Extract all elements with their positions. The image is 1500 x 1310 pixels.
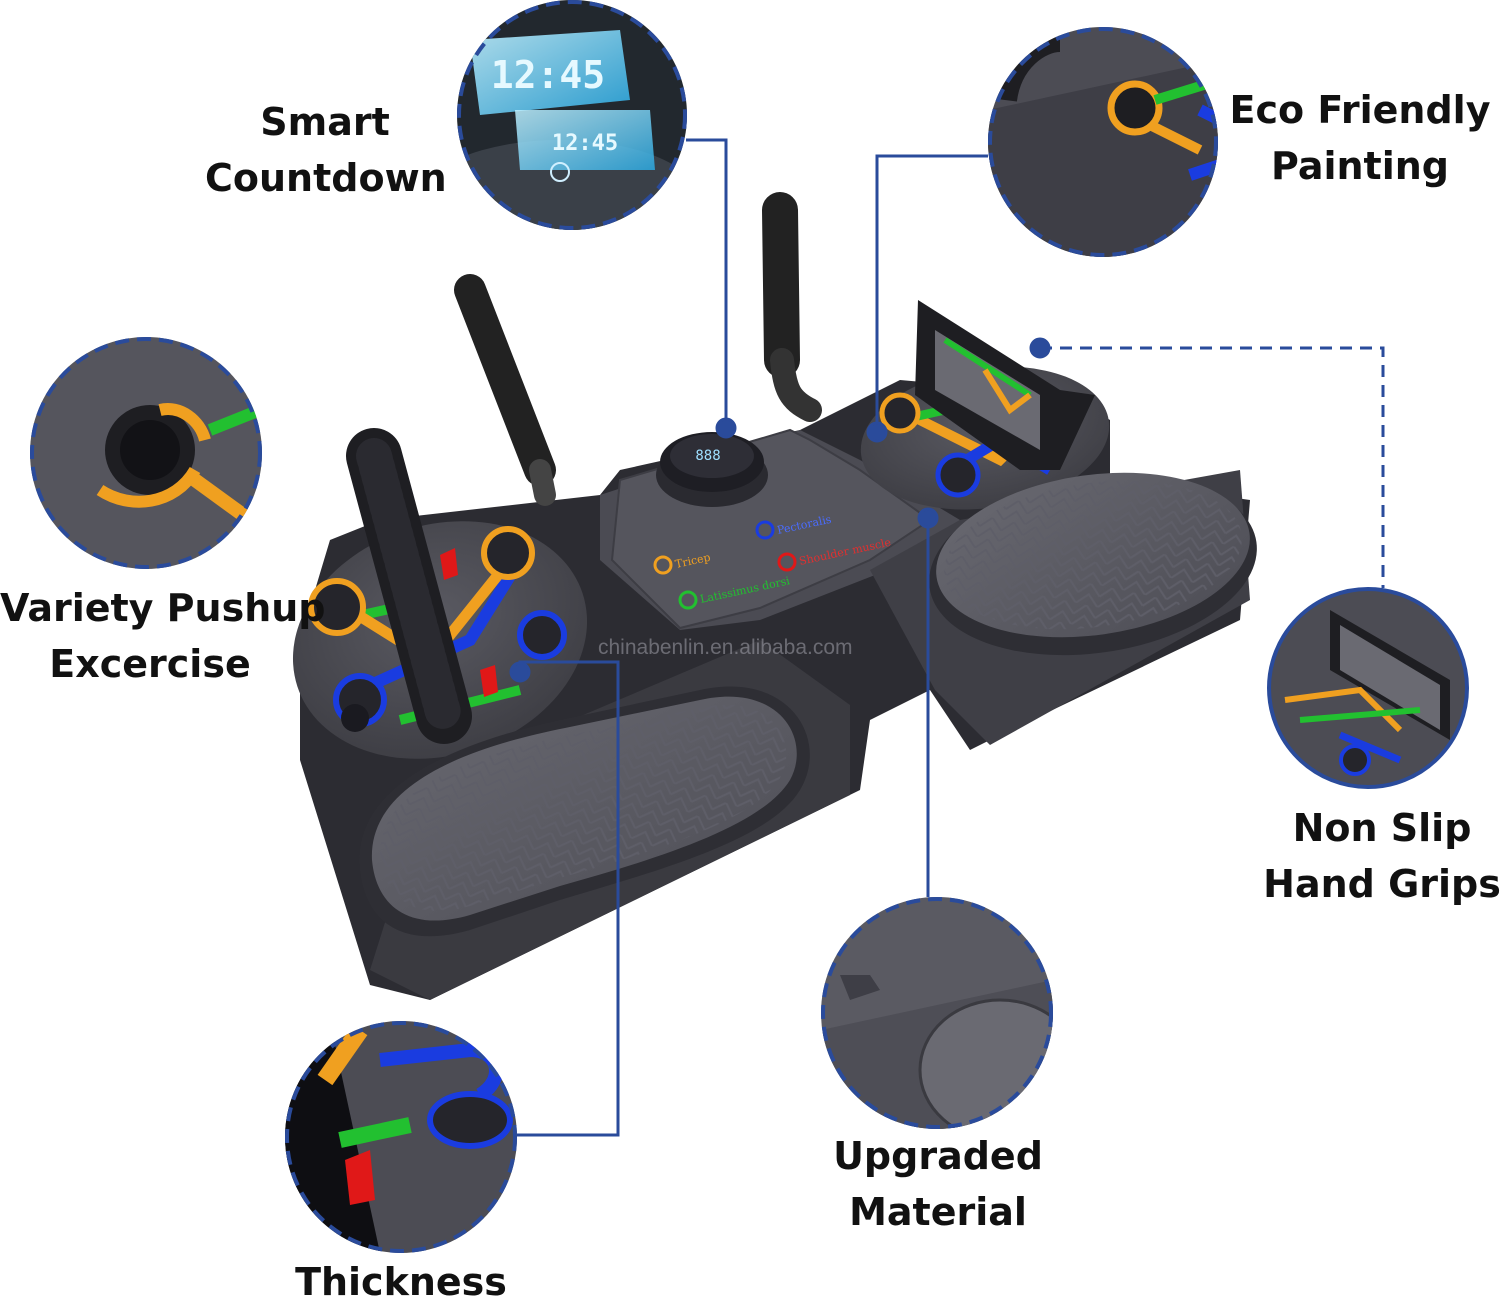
connector-countdown: [686, 138, 728, 428]
callout-smart-countdown: Smart Countdown: [205, 94, 447, 206]
foot-pad-left: [359, 686, 810, 937]
callout-line: Non Slip: [1292, 806, 1472, 850]
countdown-timer: 888: [656, 432, 768, 507]
handle-front-right-grip: [915, 300, 1095, 470]
connector-nonslip: [1040, 346, 1385, 588]
callout-line: Thickness: [295, 1260, 507, 1304]
callout-line: Variety Pushup: [0, 586, 326, 630]
callout-line: Eco Friendly: [1229, 88, 1491, 132]
callout-thickness: Thickness: [290, 1254, 512, 1310]
foot-pad-right: [929, 472, 1257, 656]
handle-back-left: [454, 274, 556, 506]
timer-digits: 888: [695, 448, 720, 464]
detail-circle-thickness: [285, 1021, 517, 1253]
callout-line: Hand Grips: [1263, 862, 1500, 906]
detail-circle-nonslip: [1267, 587, 1469, 789]
lcd-digits-small: 12:45: [552, 131, 618, 156]
callout-variety-pushup: Variety Pushup Excercise: [0, 580, 326, 692]
pushup-board: 888 Pectoralis Tricep Shoulder muscle La…: [292, 192, 1257, 1000]
lcd-digits-large: 12:45: [491, 53, 605, 97]
callout-line: Smart: [260, 100, 390, 144]
handle-back-right: [762, 192, 822, 422]
callout-upgraded-material: Upgraded Material: [818, 1128, 1058, 1240]
watermark-text: chinabenlin.en.alibaba.com: [598, 636, 853, 659]
callout-non-slip: Non Slip Hand Grips: [1262, 800, 1500, 912]
handle-front-left: [346, 428, 472, 744]
connector-lines: [509, 138, 1385, 1137]
callout-line: Upgraded: [833, 1134, 1043, 1178]
detail-circle-upgraded: [821, 897, 1053, 1129]
detail-circle-countdown: 12:45 12:45: [457, 0, 687, 230]
callout-line: Painting: [1271, 144, 1449, 188]
callout-eco-friendly: Eco Friendly Painting: [1220, 82, 1500, 194]
connector-eco: [875, 154, 988, 432]
callout-line: Material: [849, 1190, 1027, 1234]
callout-line: Excercise: [49, 642, 251, 686]
detail-circle-variety: [30, 337, 262, 569]
callout-line: Countdown: [205, 156, 447, 200]
detail-circle-eco: [988, 27, 1218, 257]
